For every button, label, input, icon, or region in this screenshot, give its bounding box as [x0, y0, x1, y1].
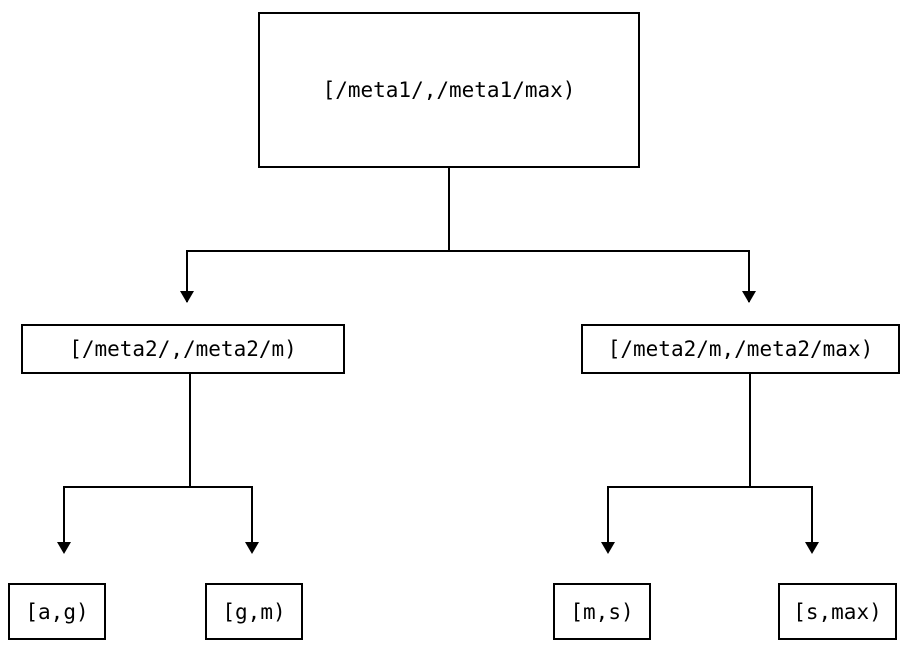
arrowhead-mid-right-to-leaf4	[805, 542, 819, 554]
edge-root-to-mid-left-drop	[186, 250, 188, 302]
edge-mid-right-to-leaf3-drop	[607, 486, 609, 542]
edge-mid-left-stem	[189, 374, 191, 488]
edge-mid-right-to-leaf4-drop	[811, 486, 813, 542]
edge-mid-left-to-leaf1-drop	[63, 486, 65, 542]
tree-node-mid-left-label: [/meta2/,/meta2/m)	[69, 337, 297, 361]
arrowhead-mid-left-to-leaf1	[57, 542, 71, 554]
tree-node-leaf-m-s[interactable]: [m,s)	[553, 583, 651, 640]
tree-node-mid-right-label: [/meta2/m,/meta2/max)	[607, 337, 874, 361]
tree-node-leaf-s-max-label: [s,max)	[793, 599, 882, 624]
edge-root-crossbar	[186, 250, 750, 252]
tree-node-leaf-s-max[interactable]: [s,max)	[778, 583, 897, 640]
edge-mid-left-to-leaf2-drop	[251, 486, 253, 542]
edge-root-stem	[448, 168, 450, 252]
arrowhead-mid-right-to-leaf3	[601, 542, 615, 554]
edge-root-to-mid-right-drop	[748, 250, 750, 302]
tree-node-leaf-g-m-label: [g,m)	[222, 599, 286, 624]
edge-mid-right-crossbar	[607, 486, 813, 488]
tree-node-mid-right[interactable]: [/meta2/m,/meta2/max)	[581, 324, 900, 374]
tree-node-leaf-a-g[interactable]: [a,g)	[8, 583, 106, 640]
arrowhead-root-to-mid-left	[180, 291, 194, 303]
edge-mid-right-stem	[749, 374, 751, 488]
tree-node-leaf-m-s-label: [m,s)	[570, 599, 634, 624]
tree-node-leaf-g-m[interactable]: [g,m)	[205, 583, 303, 640]
tree-node-leaf-a-g-label: [a,g)	[25, 599, 89, 624]
tree-node-root-label: [/meta1/,/meta1/max)	[322, 78, 576, 102]
edge-mid-left-crossbar	[63, 486, 253, 488]
arrowhead-mid-left-to-leaf2	[245, 542, 259, 554]
arrowhead-root-to-mid-right	[742, 291, 756, 303]
tree-node-root[interactable]: [/meta1/,/meta1/max)	[258, 12, 640, 168]
tree-node-mid-left[interactable]: [/meta2/,/meta2/m)	[21, 324, 345, 374]
